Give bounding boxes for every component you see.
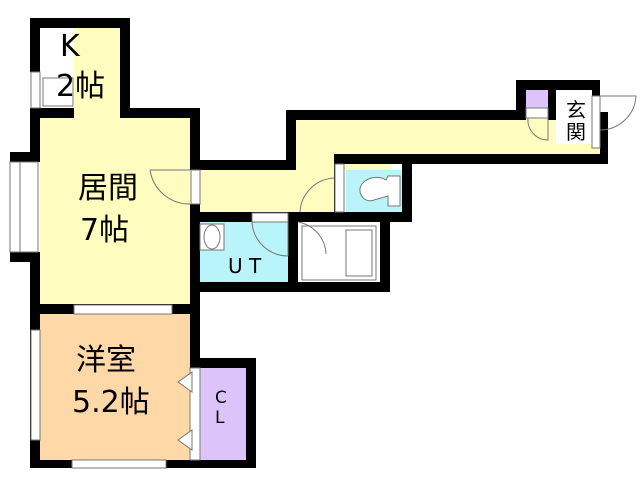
windows	[9, 71, 601, 469]
toilet-door-gap	[334, 163, 345, 213]
bathtub	[301, 225, 377, 281]
shoe-storage	[526, 88, 548, 108]
entrance-door-swing	[599, 95, 637, 131]
bath-door-swing	[297, 221, 327, 255]
living-door-gap	[190, 169, 201, 205]
shoe-door-gap	[525, 107, 549, 119]
toilet-fixture	[359, 175, 401, 207]
western-room-window-left	[30, 329, 41, 441]
fixtures	[42, 77, 637, 451]
utility-door-swing	[251, 221, 289, 257]
living-size: 7帖	[80, 213, 130, 248]
western-room-label: 洋室	[76, 343, 136, 378]
closet-door-marker-top	[177, 371, 193, 393]
closet-label-c: C	[215, 388, 227, 408]
closet-door-marker-bottom	[177, 429, 193, 451]
utility-label: U T	[228, 254, 262, 278]
utility-door-gap	[251, 212, 289, 223]
western-room-size: 5.2帖	[72, 385, 150, 420]
living-label: 居間	[78, 171, 138, 206]
living-door-swing	[149, 169, 191, 205]
entrance-label-1: 玄	[566, 98, 586, 122]
closet-door-gap	[189, 367, 201, 461]
entrance-label-2: 関	[566, 120, 586, 144]
closet-floor	[200, 368, 246, 460]
living-bay-window	[9, 161, 39, 253]
kitchen-size: 2帖	[56, 69, 106, 104]
kitchen-window	[30, 71, 41, 109]
closet-label-l: L	[215, 408, 225, 428]
hallway-floor	[192, 110, 600, 212]
western-room-floor	[40, 314, 192, 460]
kitchen-label: K	[60, 29, 80, 64]
western-room-window-bottom	[71, 459, 167, 469]
entrance-door-gap	[591, 95, 601, 149]
living-floor	[40, 114, 192, 304]
entrance-floor	[556, 88, 592, 144]
shoe-door-swing	[527, 117, 549, 141]
sink-cabinet	[42, 77, 74, 107]
western-room-window-top	[73, 304, 173, 315]
toilet-door-swing	[299, 177, 335, 213]
